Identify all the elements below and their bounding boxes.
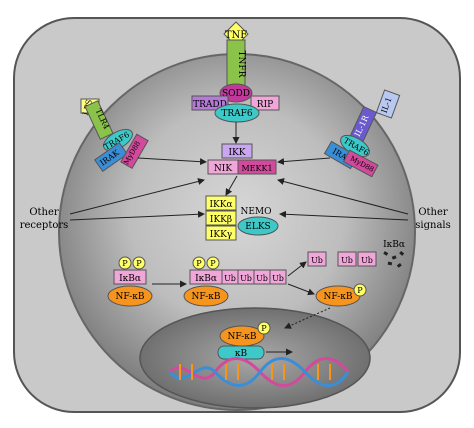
rip-protein bbox=[250, 95, 280, 111]
ub-label-1: Ub bbox=[224, 274, 236, 283]
arrow-other-receptors-top bbox=[69, 178, 205, 215]
p-badge-mid-1 bbox=[192, 256, 206, 270]
degradation-arrows bbox=[152, 261, 331, 329]
mekk1-label: MEKK1 bbox=[241, 164, 272, 173]
nik-label: NIK bbox=[214, 164, 232, 174]
dna-base-pairs bbox=[179, 364, 331, 380]
elks-protein bbox=[237, 216, 279, 236]
arrow-lps-to-ikk bbox=[137, 157, 207, 166]
p-label-nuclear: P bbox=[261, 324, 267, 333]
nemo-label: NEMO bbox=[240, 207, 271, 217]
ub-label-3: Ub bbox=[256, 274, 268, 283]
ikk-label: IKK bbox=[228, 148, 245, 158]
ikk-complex: IKKα IKKβ IKKγ NEMO ELKS bbox=[205, 195, 279, 241]
ub-free-label-1: Ub bbox=[311, 256, 323, 265]
kb-site-label: κB bbox=[235, 349, 248, 359]
ikba-nfkb-complex-ubiquitinated: P P IκBα Ub Ub Ub Ub NF-κB bbox=[183, 256, 287, 307]
other-signals-label-line1: Other bbox=[418, 207, 448, 218]
irak-left-protein bbox=[94, 141, 128, 173]
p-label-free: P bbox=[357, 286, 363, 295]
ub-box-4 bbox=[269, 269, 287, 285]
traf6-top-protein bbox=[214, 103, 260, 123]
tlr4-receptor bbox=[84, 100, 114, 140]
nfkb-protein-mid bbox=[183, 285, 229, 307]
ikkg-label: IKKγ bbox=[210, 230, 232, 240]
arrow-il1-to-ikk bbox=[277, 157, 331, 166]
signal-arrows bbox=[69, 122, 409, 221]
elks-label: ELKS bbox=[245, 222, 270, 232]
nuclear-nfkb-group: NF-κB P κB bbox=[217, 321, 293, 360]
p-badge-left-2 bbox=[132, 256, 146, 270]
ub-free-box-2 bbox=[337, 251, 357, 267]
arrow-nfkb-into-nucleus bbox=[284, 307, 331, 329]
myd88-left-protein bbox=[120, 133, 149, 170]
p-label-mid-2: P bbox=[210, 259, 216, 268]
ub-free-box-1 bbox=[307, 251, 327, 267]
ikka-label: IKKα bbox=[209, 200, 232, 210]
il1-ligand bbox=[375, 89, 401, 119]
ikkb-label: IKKβ bbox=[210, 215, 232, 225]
other-signals-label-line2: signals bbox=[415, 220, 450, 231]
p-badge-left-1 bbox=[118, 256, 132, 270]
tradd-protein bbox=[191, 95, 229, 111]
p-badge-nuclear bbox=[257, 321, 271, 335]
ub-free-label-2: Ub bbox=[341, 256, 353, 265]
tnf-receptor-group: TNF TNFR SODD TRADD RIP TRAF6 bbox=[191, 21, 280, 123]
arrow-other-signals-mid bbox=[279, 210, 409, 221]
nfkb-label-mid: NF-κB bbox=[192, 292, 221, 302]
ikba-nfkb-complex-left: P P IκBα NF-κB bbox=[107, 256, 153, 307]
myd88-right-protein bbox=[342, 149, 379, 178]
nfkb-label-nuclear: NF-κB bbox=[228, 332, 257, 342]
tnf-label: TNF bbox=[225, 30, 247, 41]
ikba-label-mid: IκBα bbox=[195, 274, 217, 284]
ikba-box-left bbox=[113, 269, 147, 285]
p-label-left-1: P bbox=[122, 259, 128, 268]
p-label-left-2: P bbox=[136, 259, 142, 268]
sodd-label: SODD bbox=[222, 89, 250, 99]
dna-helix bbox=[168, 357, 350, 387]
p-badge-free bbox=[353, 283, 367, 297]
dna-strand-b bbox=[168, 357, 350, 387]
arrow-ub-to-degrade bbox=[287, 261, 307, 277]
ikkg-box bbox=[205, 225, 237, 241]
ikk-box bbox=[221, 143, 253, 159]
lps-receptor-group: LPS TLR4 TRAF6 IRAK MyD88 bbox=[80, 98, 149, 173]
arrow-ub-to-free-nfkb bbox=[287, 283, 315, 296]
ikba-label-left: IκBα bbox=[119, 274, 141, 284]
nfkb-label-free: NF-κB bbox=[324, 292, 353, 302]
tnfr-label: TNFR bbox=[236, 51, 246, 78]
ikba-fragments-label: IκBα bbox=[383, 240, 405, 250]
degradation-fragments bbox=[383, 250, 405, 268]
degraded-ikba-group: Ub Ub Ub IκBα bbox=[307, 240, 405, 268]
p-label-mid-1: P bbox=[196, 259, 202, 268]
ub-label-4: Ub bbox=[272, 274, 284, 283]
ikk-kinase-group: IKK NIK MEKK1 bbox=[207, 143, 277, 175]
mekk1-box bbox=[237, 159, 277, 175]
arrow-other-receptors-mid bbox=[69, 210, 205, 221]
nfkb-protein-left bbox=[107, 285, 153, 307]
p-badge-mid-2 bbox=[206, 256, 220, 270]
arrow-other-signals-top bbox=[277, 178, 409, 215]
ikkb-box bbox=[205, 210, 237, 226]
traf6-top-label: TRAF6 bbox=[221, 109, 253, 119]
ub-free-label-3: Ub bbox=[361, 256, 373, 265]
ub-label-2: Ub bbox=[240, 274, 252, 283]
ub-free-box-3 bbox=[357, 251, 377, 267]
other-receptors-label-line1: Other bbox=[29, 207, 59, 218]
other-receptors-label-line2: receptors bbox=[20, 220, 69, 231]
ikka-box bbox=[205, 195, 237, 211]
arrow-nik-to-ikk-complex bbox=[225, 175, 238, 196]
rip-label: RIP bbox=[257, 100, 273, 110]
free-nfkb-group: NF-κB P bbox=[315, 283, 367, 307]
il1-receptor-group: IL-1 IL-1R TRAF6 IRAK MyD88 bbox=[323, 89, 401, 178]
tradd-label: TRADD bbox=[193, 100, 227, 110]
nfkb-label-left: NF-κB bbox=[116, 292, 145, 302]
